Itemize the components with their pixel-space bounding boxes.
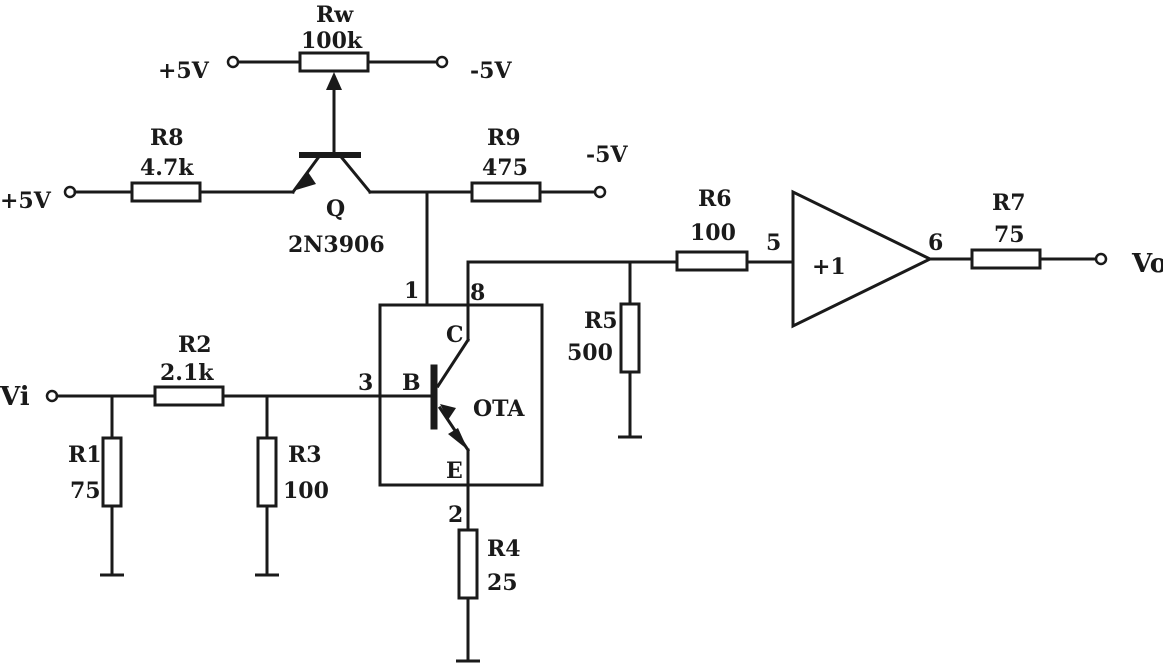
vi-label: Vi bbox=[0, 382, 30, 412]
r1-name: R1 bbox=[68, 442, 102, 468]
rw-potentiometer: Rw 100k +5V -5V bbox=[158, 2, 512, 157]
ota-emitter-arrow-icon bbox=[448, 428, 468, 450]
r5-name: R5 bbox=[584, 308, 618, 334]
ota-pin-3: 3 bbox=[358, 370, 373, 396]
r9-name: R9 bbox=[487, 125, 521, 151]
r5-value: 500 bbox=[567, 340, 613, 366]
rw-left-terminal bbox=[226, 55, 240, 69]
ota-label: OTA bbox=[473, 396, 525, 422]
q-emitter-arrow-icon bbox=[296, 172, 316, 190]
r7-name: R7 bbox=[992, 190, 1026, 216]
r1-resistor: R1 75 bbox=[68, 394, 124, 577]
ota-pin-c: C bbox=[446, 322, 464, 348]
r1-value: 75 bbox=[70, 478, 101, 504]
vo-label: Vo bbox=[1131, 249, 1163, 279]
buffer-gain-label: +1 bbox=[812, 254, 846, 280]
r5-resistor: R5 500 bbox=[567, 260, 642, 439]
rw-value: 100k bbox=[301, 28, 363, 54]
r6-resistor: R6 100 5 bbox=[675, 186, 795, 272]
r4-name: R4 bbox=[487, 536, 521, 562]
rw-left-supply: +5V bbox=[158, 58, 210, 84]
r2-value: 2.1k bbox=[160, 360, 214, 386]
rw-right-supply: -5V bbox=[470, 58, 512, 84]
r8-supply: +5V bbox=[0, 188, 52, 214]
r6-value: 100 bbox=[690, 220, 736, 246]
q-part: 2N3906 bbox=[288, 232, 385, 258]
wiper-arrow-icon bbox=[326, 72, 342, 90]
r4-resistor: R4 25 bbox=[456, 483, 521, 663]
r9-value: 475 bbox=[482, 155, 528, 181]
buffer-pin-5: 5 bbox=[766, 230, 781, 256]
r3-resistor: R3 100 bbox=[255, 394, 329, 577]
r9-supply: -5V bbox=[586, 142, 628, 168]
ota-pin-1: 1 bbox=[404, 278, 419, 304]
ota-pin-2: 2 bbox=[448, 502, 463, 528]
r9-supply-terminal bbox=[593, 185, 607, 199]
buffer-pin-6: 6 bbox=[928, 230, 943, 256]
ota-arrow-head-icon bbox=[440, 404, 456, 420]
r7-value: 75 bbox=[994, 222, 1025, 248]
r8-value: 4.7k bbox=[140, 155, 194, 181]
r3-value: 100 bbox=[283, 478, 329, 504]
r7-resistor: R7 75 Vo bbox=[928, 190, 1163, 279]
r3-name: R3 bbox=[288, 442, 322, 468]
ota-pin-b: B bbox=[402, 370, 421, 396]
r6-name: R6 bbox=[698, 186, 732, 212]
ota-block: OTA B C E 1 8 3 2 bbox=[358, 260, 544, 528]
r8-name: R8 bbox=[150, 125, 184, 151]
vo-terminal bbox=[1094, 252, 1108, 266]
r4-value: 25 bbox=[487, 570, 518, 596]
rw-right-terminal bbox=[435, 55, 449, 69]
q-name: Q bbox=[326, 196, 345, 222]
ota-pin-8: 8 bbox=[470, 280, 485, 306]
input-network: Vi R2 2.1k bbox=[0, 332, 384, 412]
r8-resistor: R8 4.7k +5V bbox=[0, 125, 295, 214]
ota-pin-e: E bbox=[446, 458, 463, 484]
rw-name: Rw bbox=[316, 2, 354, 28]
buffer-amplifier: +1 6 bbox=[791, 189, 943, 329]
r2-name: R2 bbox=[178, 332, 212, 358]
transistor-q: Q 2N3906 bbox=[288, 152, 385, 258]
r9-resistor: R9 475 -5V bbox=[368, 125, 628, 203]
